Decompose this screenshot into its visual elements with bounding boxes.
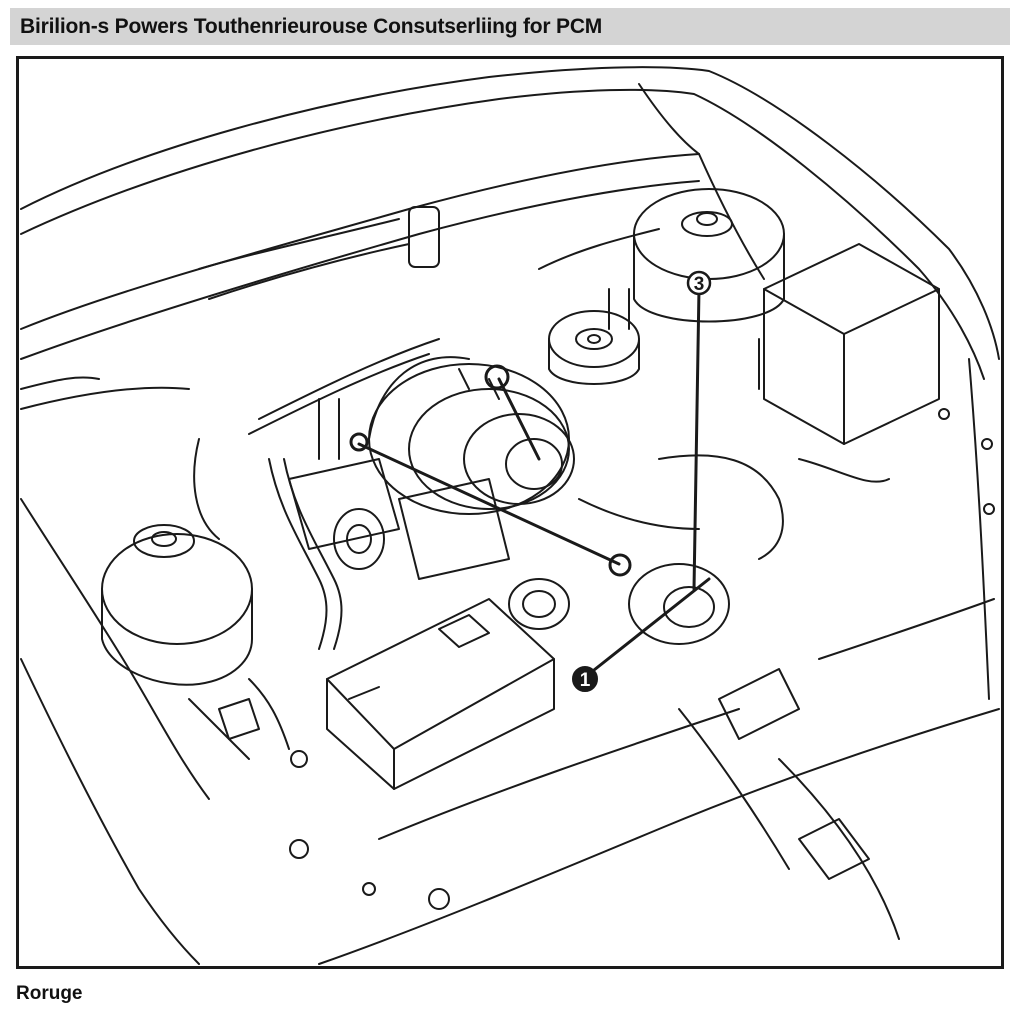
callout-1-label: 1	[580, 670, 591, 691]
connector-icon	[608, 553, 632, 577]
connector-icon	[484, 364, 510, 390]
figure-caption: Roruge	[16, 983, 83, 1004]
connector-markers	[349, 364, 632, 577]
air-filter-housing	[368, 356, 575, 515]
callout-1: 1	[572, 666, 598, 692]
callout-marker-icon	[572, 666, 598, 692]
callout-marker-icon	[686, 270, 712, 296]
hood-outline	[20, 66, 1000, 390]
callout-leader-lines	[357, 287, 711, 676]
engine-bay-diagram: 3 1	[20, 66, 1000, 965]
brake-reservoir	[633, 188, 785, 323]
fuse-box	[758, 243, 940, 445]
connector-icon	[349, 432, 369, 452]
diagram-frame: 3 1	[16, 56, 1004, 969]
callout-3: 3	[686, 270, 712, 296]
coolant-reservoir	[101, 524, 253, 760]
engine-block	[218, 288, 995, 768]
page-title: Birilion-s Powers Touthenrieurouse Consu…	[20, 14, 603, 38]
title-bar: Birilion-s Powers Touthenrieurouse Consu…	[10, 8, 1010, 45]
pulley-unit	[548, 310, 640, 385]
battery	[326, 598, 555, 790]
callout-3-label: 3	[694, 274, 705, 295]
body-lines	[20, 358, 1000, 965]
